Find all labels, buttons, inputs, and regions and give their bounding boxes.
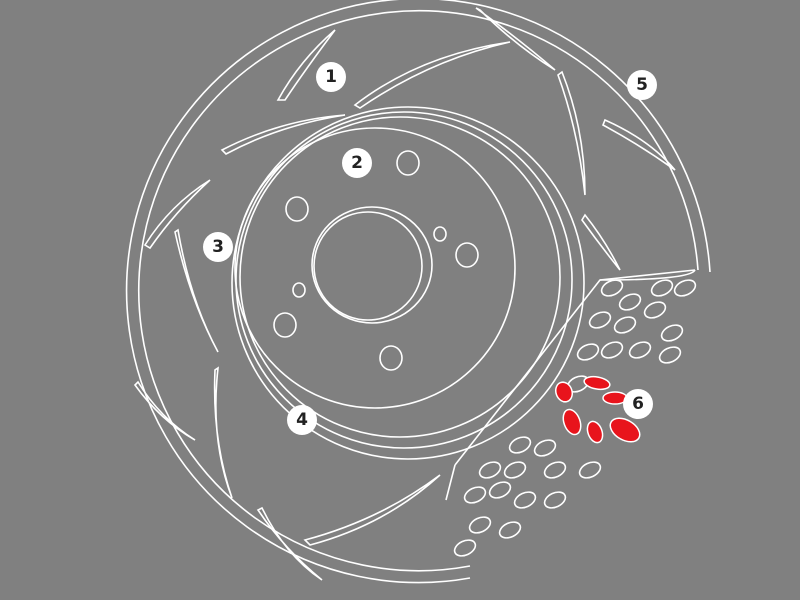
callout-5: 5 [627,70,657,100]
vane [588,311,612,329]
center-bore-inner [313,211,423,321]
disc-outer-edge [125,0,711,584]
callout-1: 1 [316,62,346,92]
callout-6: 6 [623,389,653,419]
vane [613,316,637,334]
vane [453,539,477,557]
highlighted-vane [583,375,611,391]
highlighted-vane [586,420,604,444]
vane [543,491,567,509]
vane [508,436,532,454]
vane [478,461,502,479]
vane [513,491,537,509]
vane [660,324,684,342]
center-bore [311,206,433,324]
callout-4: 4 [287,405,317,435]
vane [600,341,624,359]
vane [543,461,567,479]
cooling-vanes [453,279,697,557]
highlighted-vanes [554,375,641,444]
disc-slots [133,7,676,581]
highlighted-vane [562,408,582,436]
vane [673,279,697,297]
hat-ring-2 [235,111,573,449]
vane [576,343,600,361]
bolt-holes [273,150,479,371]
hat-ring-3 [239,116,561,438]
vane [488,481,512,499]
vane [658,346,682,364]
vane [578,461,602,479]
vane [600,279,624,297]
disc-outer-edge-inner [137,9,699,572]
callout-3: 3 [203,232,233,262]
vane [468,516,492,534]
vane [650,279,674,297]
vane [463,486,487,504]
cutaway-section [454,269,696,466]
hub-face [234,127,516,409]
highlighted-vane [609,417,641,443]
vane [618,293,642,311]
highlighted-vane [554,381,574,403]
vane [628,341,652,359]
vane [533,439,557,457]
hat-outer-ring [231,106,585,460]
vane [498,521,522,539]
callout-2: 2 [342,148,372,178]
vane [503,461,527,479]
vane [643,301,667,319]
